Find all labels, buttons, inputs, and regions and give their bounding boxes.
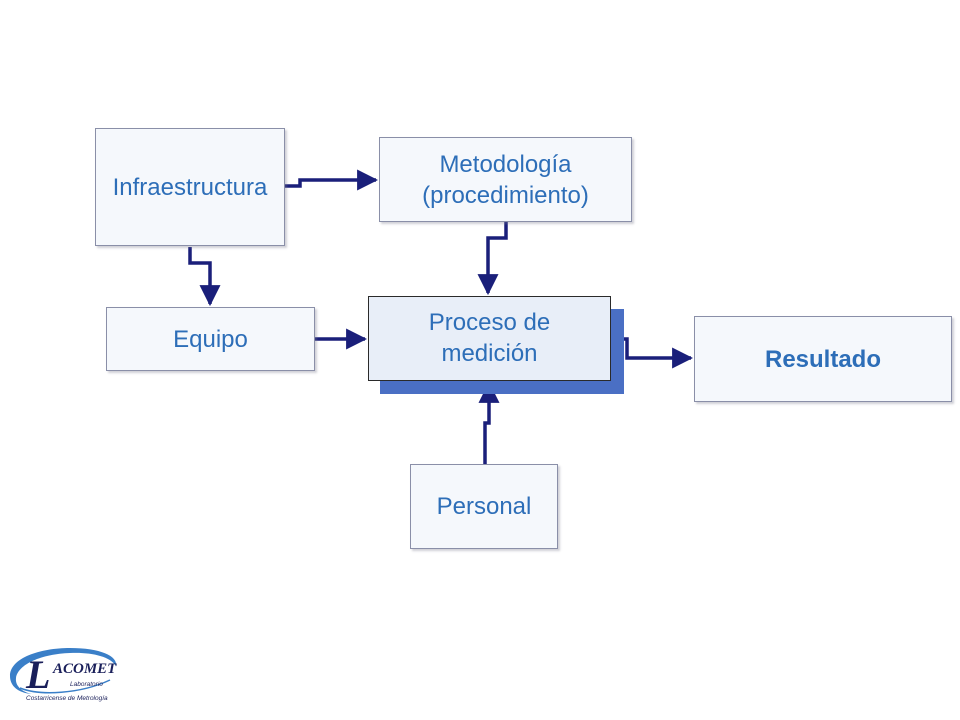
node-equipo: Equipo xyxy=(106,307,315,371)
logo-name: ACOMET xyxy=(52,661,117,677)
node-personal: Personal xyxy=(410,464,558,549)
node-resultado: Resultado xyxy=(694,316,952,402)
node-infraestructura-label: Infraestructura xyxy=(112,173,268,201)
node-equipo-label: Equipo xyxy=(173,325,248,353)
arrow-metodologia-to-proceso xyxy=(477,222,508,296)
arrow-personal-to-proceso xyxy=(478,381,500,464)
arrow-infra-to-metodologia xyxy=(285,169,379,191)
node-proceso-label: Proceso de medición xyxy=(428,309,551,367)
logo-line1: Laboratorio xyxy=(70,681,103,688)
logo-letter: L xyxy=(25,652,50,697)
node-metodologia: Metodología (procedimiento) xyxy=(379,137,632,222)
node-infraestructura: Infraestructura xyxy=(95,128,285,246)
node-proceso: Proceso de medición xyxy=(368,296,611,381)
node-resultado-label: Resultado xyxy=(764,345,881,373)
logo-line2: Costarricense de Metrología xyxy=(26,695,108,702)
node-metodologia-label: Metodología (procedimiento) xyxy=(422,150,589,209)
node-personal-label: Personal xyxy=(436,493,532,520)
lacomet-logo: L ACOMET Laboratorio Costarricense de Me… xyxy=(10,648,117,702)
arrow-infra-to-equipo xyxy=(188,247,221,307)
